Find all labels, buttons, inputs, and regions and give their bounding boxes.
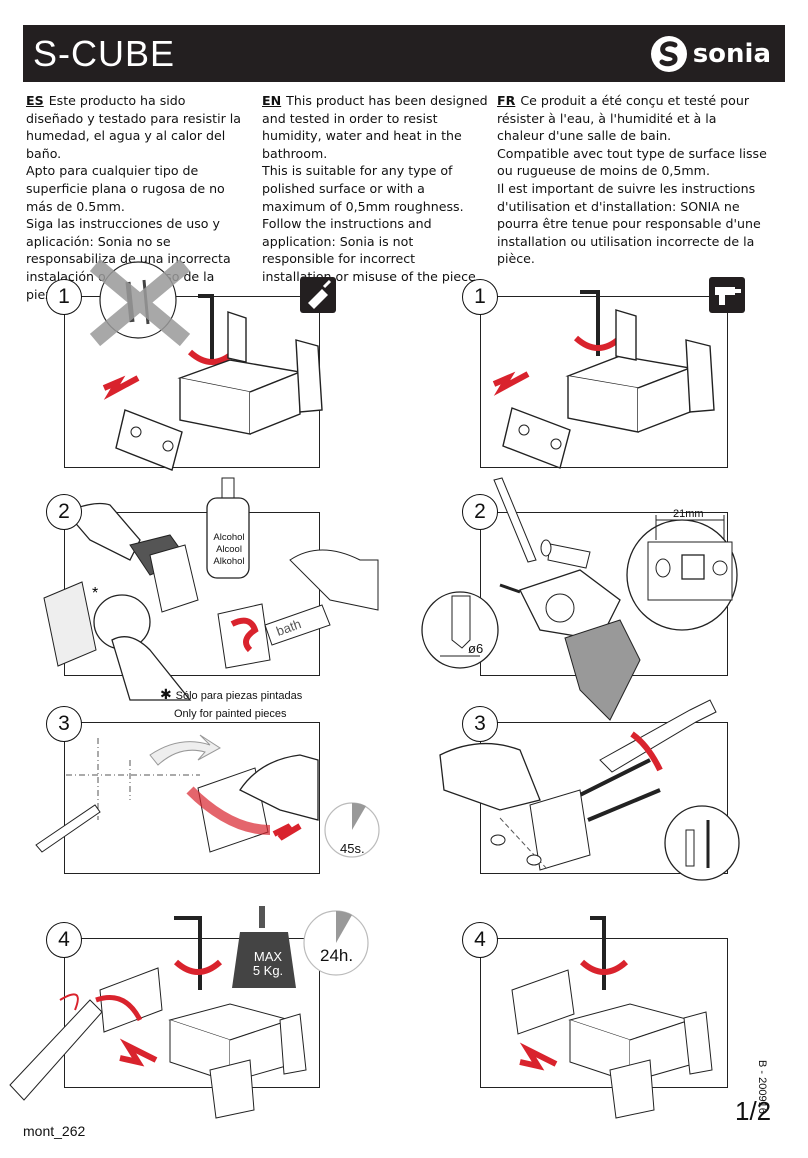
drill-icon	[709, 277, 745, 313]
step-left-2: 2	[46, 494, 82, 530]
intro-en-line-1: This product has been designed and teste…	[262, 93, 488, 161]
step-left-1: 1	[46, 279, 82, 315]
painted-pieces-note: ✱ Sólo para piezas pintadas Only for pai…	[160, 686, 303, 720]
step-right-4: 4	[462, 922, 498, 958]
weight-text: 5 Kg.	[252, 963, 284, 978]
intro-fr-line-2: Compatible avec tout type de surface lis…	[497, 145, 767, 179]
distance-label: 21mm	[673, 508, 704, 520]
panel-left-2	[64, 512, 320, 676]
time-short-label: 45s.	[340, 841, 365, 856]
step-right-2: 2	[462, 494, 498, 530]
reference-code: mont_262	[23, 1123, 86, 1139]
alcohol-fr: Alcool	[216, 544, 242, 555]
panel-right-4	[480, 938, 728, 1088]
product-title: S-CUBE	[33, 33, 176, 74]
note-en: Only for painted pieces	[174, 708, 287, 720]
max-text: MAX	[253, 949, 283, 964]
note-es: Sólo para piezas pintadas	[175, 690, 303, 702]
sonia-logo-icon	[650, 36, 687, 72]
step-left-4: 4	[46, 922, 82, 958]
step-left-3: 3	[46, 706, 82, 742]
panel-right-2	[480, 512, 728, 676]
intro-en-line-2: This is suitable for any type of polishe…	[262, 163, 480, 284]
intro-es-line-2: Apto para cualquier tipo de superficie p…	[26, 163, 225, 214]
lang-code-fr: FR	[497, 93, 516, 108]
intro-es-line-1: Este producto ha sido diseñado y testado…	[26, 93, 241, 161]
drill-diameter-label: ø6	[468, 641, 484, 656]
page-number: 1/2	[735, 1096, 772, 1126]
panel-right-1	[480, 296, 728, 468]
glue-tube-icon	[300, 277, 336, 313]
sonia-logo: sonia	[650, 35, 771, 73]
lang-code-en: EN	[262, 93, 282, 108]
panel-right-3	[480, 722, 728, 874]
step-right-3: 3	[462, 706, 498, 742]
lang-code-es: ES	[26, 93, 44, 108]
version-code: B - 200916	[756, 1060, 768, 1114]
panel-left-3	[64, 722, 320, 874]
max-weight-label: MAX 5 Kg.	[240, 950, 296, 978]
time-long-label: 24h.	[320, 946, 354, 965]
panel-left-1	[64, 296, 320, 468]
alcohol-de: Alkohol	[213, 556, 245, 567]
intro-fr-line-3: Il est important de suivre les instructi…	[497, 180, 761, 267]
intro-fr-line-1: Ce produit a été conçu et testé pour rés…	[497, 93, 750, 144]
brand-name: sonia	[692, 39, 771, 69]
step-right-1: 1	[462, 279, 498, 315]
alcohol-es: Alcohol	[213, 532, 245, 543]
alcohol-label: Alcohol Alcool Alkohol	[209, 532, 249, 568]
header-bar: S-CUBE sonia	[23, 25, 785, 82]
